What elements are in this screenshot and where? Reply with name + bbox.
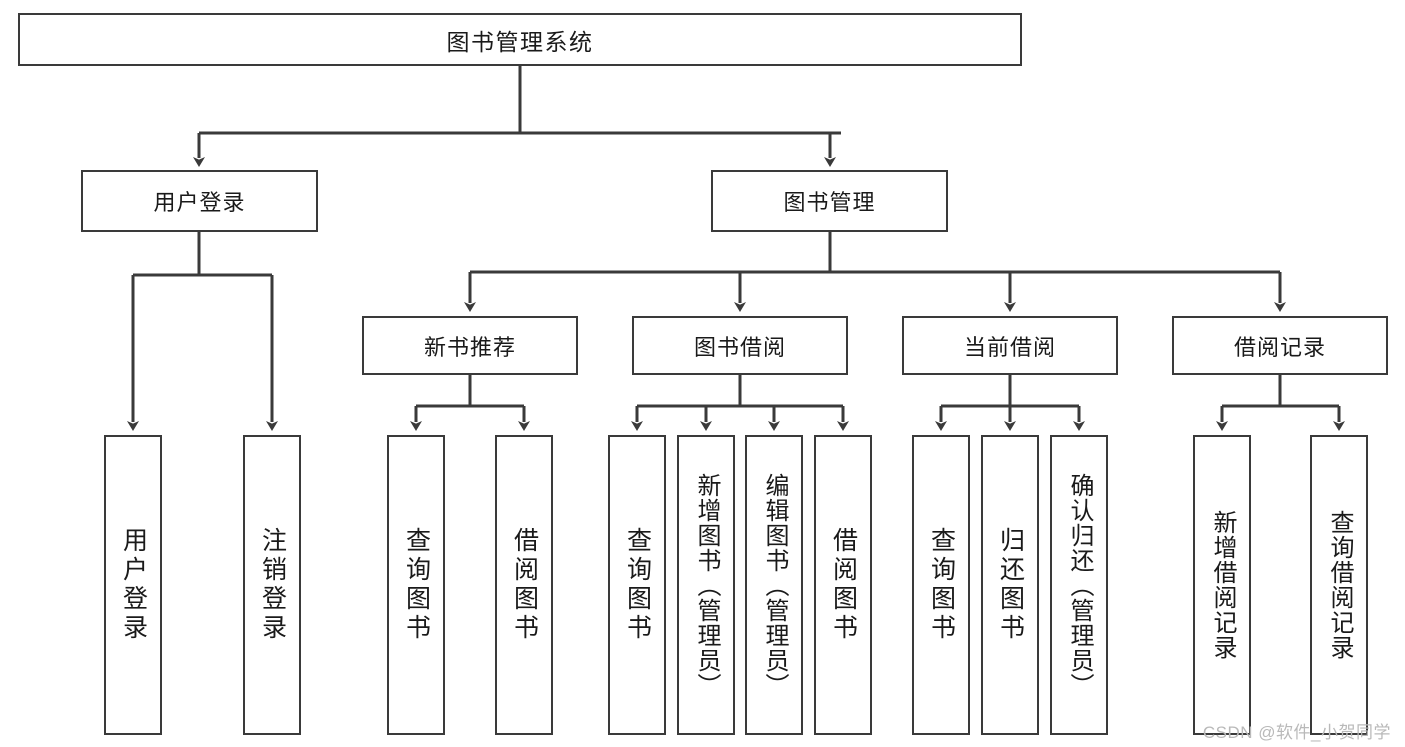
leaf-query-book-borrow[interactable]: 查询图书	[608, 435, 666, 735]
leaf-add-borrow-record[interactable]: 新增借阅记录	[1193, 435, 1251, 735]
node-root-system[interactable]: 图书管理系统	[18, 13, 1022, 66]
leaf-borrow-book[interactable]: 借阅图书	[814, 435, 872, 735]
node-borrow-record[interactable]: 借阅记录	[1172, 316, 1388, 375]
leaf-add-book-admin[interactable]: 新增图书（管理员）	[677, 435, 735, 735]
leaf-logout[interactable]: 注销登录	[243, 435, 301, 735]
leaf-return-book[interactable]: 归还图书	[981, 435, 1039, 735]
node-new-book-recommend[interactable]: 新书推荐	[362, 316, 578, 375]
csdn-watermark: CSDN @软件_小贺同学	[1202, 723, 1391, 742]
leaf-user-login[interactable]: 用户登录	[104, 435, 162, 735]
node-current-borrow[interactable]: 当前借阅	[902, 316, 1118, 375]
node-book-borrow[interactable]: 图书借阅	[632, 316, 848, 375]
leaf-query-borrow-record[interactable]: 查询借阅记录	[1310, 435, 1368, 735]
leaf-borrow-book-recommend[interactable]: 借阅图书	[495, 435, 553, 735]
leaf-edit-book-admin[interactable]: 编辑图书（管理员）	[745, 435, 803, 735]
node-book-management[interactable]: 图书管理	[711, 170, 948, 232]
leaf-query-book-current[interactable]: 查询图书	[912, 435, 970, 735]
node-user-login[interactable]: 用户登录	[81, 170, 318, 232]
leaf-query-book-recommend[interactable]: 查询图书	[387, 435, 445, 735]
leaf-confirm-return-admin[interactable]: 确认归还（管理员）	[1050, 435, 1108, 735]
